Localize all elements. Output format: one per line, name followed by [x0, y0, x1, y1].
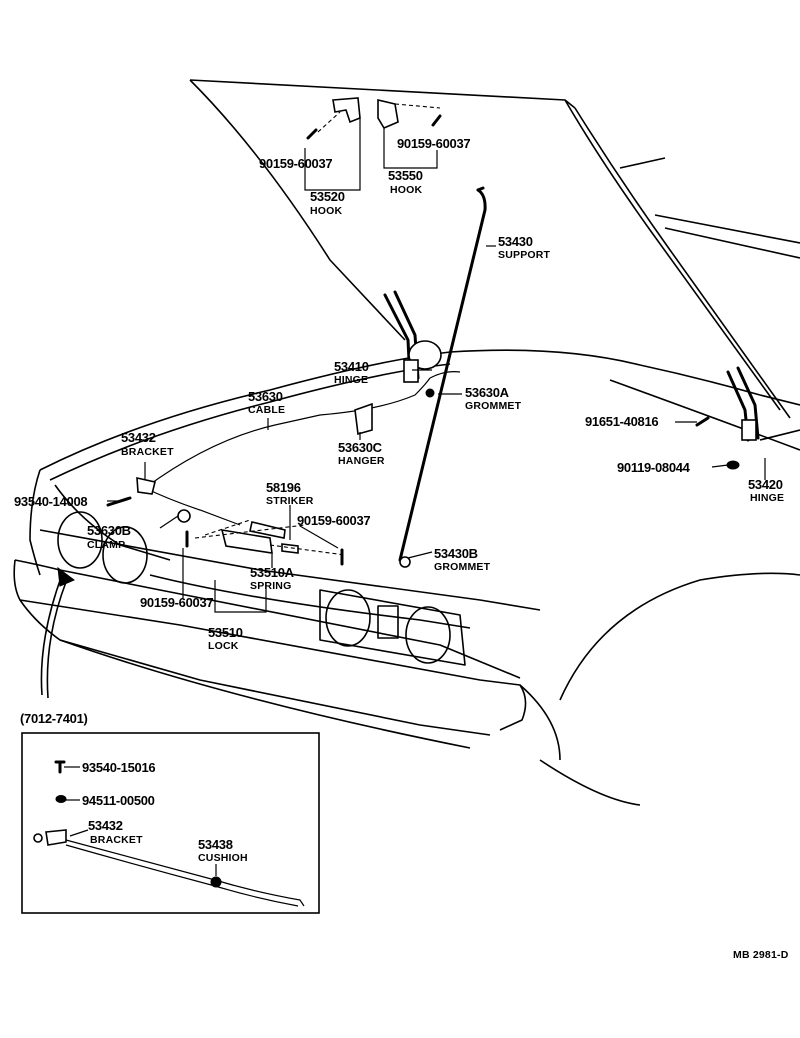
label-clamp-name: CLAMP	[87, 539, 125, 551]
label-cable-name: CABLE	[248, 404, 285, 416]
label-bracket-name: BRACKET	[121, 446, 174, 458]
label-inset-bracket-part: 53432	[88, 818, 123, 833]
label-hinge-right-part: 53420	[748, 477, 783, 492]
label-grommet-b-name: GROMMET	[434, 561, 491, 573]
label-hinge-right-name: HINGE	[750, 492, 784, 504]
label-grommet-b-part: 53430B	[434, 546, 478, 561]
label-striker-name: STRIKER	[266, 495, 314, 507]
label-hinge-right-nut: 90119-08044	[617, 460, 691, 475]
label-support-name: SUPPORT	[498, 249, 551, 261]
label-hanger-name: HANGER	[338, 455, 385, 467]
leader-lines	[107, 118, 766, 613]
part-labels: 90159-60037 53520 HOOK 90159-60037 53550…	[14, 136, 789, 961]
label-lock-part: 53510	[208, 625, 243, 640]
label-bracket-part: 53432	[121, 430, 156, 445]
label-lock-bolt: 90159-60037	[140, 595, 213, 610]
inset-range: (7012-7401)	[20, 711, 88, 726]
label-hook-right-part: 53550	[388, 168, 423, 183]
mechanism-drawing	[40, 97, 760, 699]
label-cable-part: 53630	[248, 389, 283, 404]
label-hook-right-bolt: 90159-60037	[397, 136, 470, 151]
label-hook-left-name: HOOK	[310, 205, 343, 217]
label-screw-left: 93540-14008	[14, 494, 87, 509]
label-hook-left-part: 53520	[310, 189, 345, 204]
label-hinge-left-part: 53410	[334, 359, 369, 374]
label-hook-right-name: HOOK	[390, 184, 423, 196]
car-body-drawing	[13, 349, 800, 806]
label-hinge-left-name: HINGE	[334, 374, 368, 386]
label-hanger-part: 53630C	[338, 440, 383, 455]
label-spring-part: 53510A	[250, 565, 295, 580]
label-grommet-a-name: GROMMET	[465, 400, 522, 412]
label-hinge-right-bolt: 91651-40816	[585, 414, 658, 429]
label-inset-bracket-name: BRACKET	[90, 834, 143, 846]
label-striker-part: 58196	[266, 480, 301, 495]
label-clamp-part: 53630B	[87, 523, 131, 538]
inset-panel: (7012-7401) 93540-15016 94511-00500 5343…	[20, 711, 320, 914]
label-support-part: 53430	[498, 234, 533, 249]
label-inset-cushion-name: CUSHIOH	[198, 852, 248, 864]
label-spring-name: SPRING	[250, 580, 291, 592]
label-striker-bolt: 90159-60037	[297, 513, 370, 528]
label-inset-screw: 93540-15016	[82, 760, 155, 775]
label-hook-left-bolt: 90159-60037	[259, 156, 332, 171]
hood-drawing	[189, 79, 800, 419]
label-grommet-a-part: 53630A	[465, 385, 510, 400]
label-inset-washer: 94511-00500	[82, 793, 155, 808]
label-lock-name: LOCK	[208, 640, 239, 652]
label-inset-cushion-part: 53438	[198, 837, 233, 852]
drawing-code: MB 2981-D	[733, 949, 789, 961]
